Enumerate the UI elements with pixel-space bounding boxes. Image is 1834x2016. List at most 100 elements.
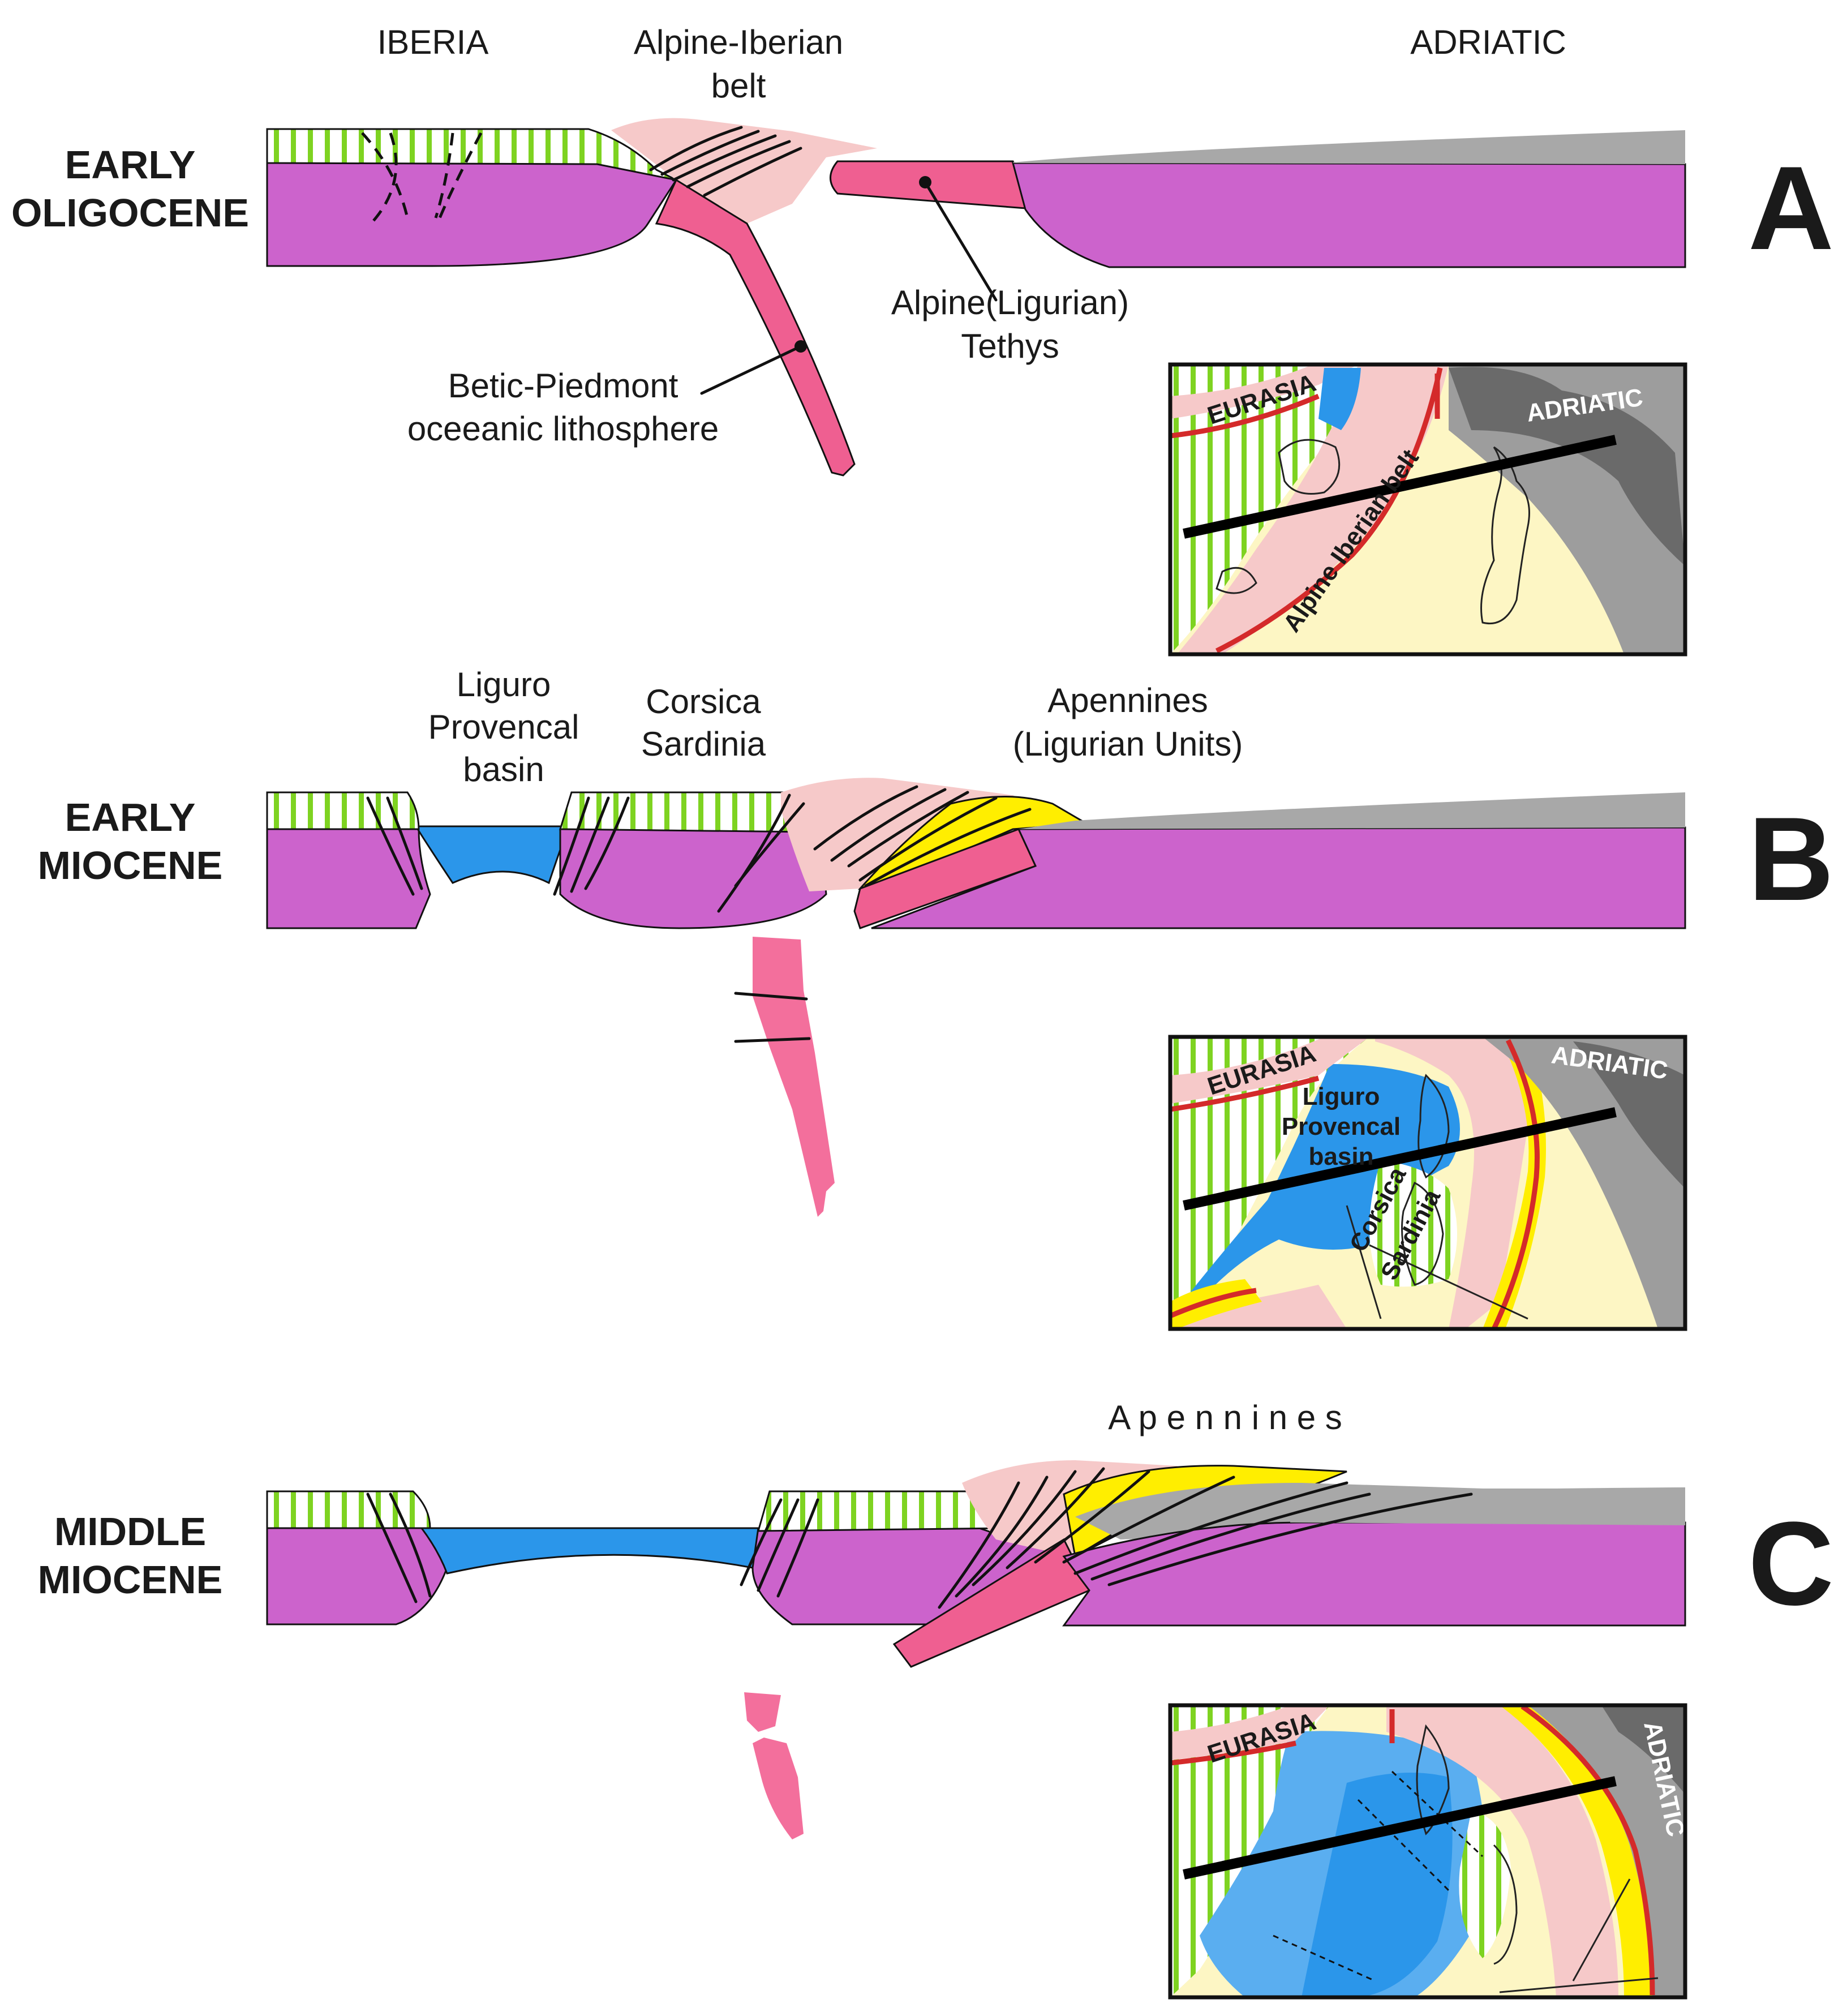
- panel-c-labels: A p e n n i n e s MIDDLE MIOCENE C: [38, 1399, 1834, 1630]
- label-apennines-b-1: Apennines: [1047, 681, 1208, 719]
- panel-b-labels: Liguro Provencal basin Corsica Sardinia …: [38, 666, 1834, 925]
- panel-letter-b: B: [1748, 792, 1834, 925]
- alpine-iberian-belt: [611, 118, 877, 224]
- map-b-coast-3: [1346, 1205, 1528, 1320]
- c-fault-4: [757, 1498, 800, 1592]
- label-liguro-2: Provencal: [428, 708, 579, 746]
- c-slab-fragment-1: [744, 1692, 781, 1732]
- c-slab-fragment-2: [753, 1738, 804, 1839]
- leader-tethys: [924, 181, 998, 302]
- label-tethys-1: Alpine(Ligurian): [891, 284, 1129, 321]
- map-b-basin-3: basin: [1309, 1143, 1374, 1170]
- era-c-1: MIDDLE: [54, 1509, 206, 1554]
- b-fault-3: [553, 796, 590, 896]
- c-basin: [420, 1527, 762, 1575]
- label-belt-2: belt: [711, 67, 766, 105]
- map-b-basin-2: Provencal: [1282, 1113, 1401, 1140]
- b-thrust-5: [847, 791, 969, 868]
- c-adriatic-cover: [1290, 1487, 1685, 1525]
- label-sardinia: Sardinia: [641, 725, 766, 763]
- c-fault-1: [366, 1492, 418, 1603]
- betic-piedmont-slab: [655, 178, 856, 477]
- panel-b-section: [266, 778, 1686, 1217]
- c-fault-2: [389, 1492, 432, 1598]
- iberia-mantle: [266, 162, 678, 267]
- map-a-belt-north: [1170, 364, 1358, 419]
- b-slab-fragment: [753, 937, 835, 1217]
- leader-dot-betic: [794, 340, 807, 353]
- panel-letter-a: A: [1748, 141, 1834, 274]
- b-thrust-4: [830, 788, 947, 862]
- leader-dot-tethys: [919, 176, 931, 188]
- map-c-dashed-1: [1357, 1799, 1450, 1891]
- map-c-yellow: [1500, 1705, 1652, 1997]
- map-c-dashed-2: [1391, 1770, 1484, 1858]
- map-b-belt-north: [1170, 1037, 1369, 1104]
- b-fragment-break-1: [734, 992, 808, 1001]
- map-a-sardinia: [1480, 446, 1530, 625]
- belt-thrust-1: [649, 126, 743, 171]
- era-b-2: MIOCENE: [38, 843, 223, 887]
- map-c-coast-3: [1499, 1878, 1659, 1993]
- b-thrust-1: [717, 793, 791, 913]
- map-c-grey: [1528, 1705, 1685, 1997]
- map-b-blue: [1183, 1064, 1460, 1302]
- map-b-basin-1: Liguro: [1303, 1083, 1380, 1110]
- b-thrust-7: [864, 808, 1032, 887]
- b-cs-mantle: [559, 828, 827, 929]
- map-b: EURASIA ADRIATIC Liguro Provencal basin …: [1168, 1035, 1687, 1331]
- c-cs-mantle: [751, 1527, 1066, 1625]
- label-liguro-1: Liguro: [457, 666, 551, 704]
- belt-thrust-4: [686, 140, 791, 188]
- b-iberia-mantle: [266, 828, 431, 929]
- era-c-2: MIOCENE: [38, 1558, 223, 1602]
- b-fault-5: [584, 796, 630, 890]
- b-fragment-break-2: [734, 1037, 811, 1043]
- adriatic-cover: [1013, 130, 1685, 164]
- belt-thrust-2: [660, 130, 760, 176]
- map-b-thrust-3: [1170, 1288, 1257, 1319]
- c-thrust-5: [1034, 1470, 1150, 1564]
- b-iberia-hatch: [266, 791, 420, 830]
- map-a-thrust-1: [1170, 393, 1320, 439]
- c-adriatic-mantle: [1062, 1521, 1686, 1627]
- map-b-thrust-2: [1491, 1039, 1540, 1329]
- b-thrust-6: [858, 796, 998, 882]
- map-c-belt: [1386, 1705, 1618, 1997]
- map-a-coast: [1215, 439, 1341, 594]
- label-betic-1: Betic-Piedmont: [448, 367, 678, 405]
- map-a: EURASIA ADRIATIC Alpine Iberian belt: [1168, 362, 1687, 657]
- map-c-section-line: [1183, 1776, 1617, 1880]
- map-b-thrust-1: [1170, 1075, 1320, 1112]
- map-c-belt-north: [1170, 1705, 1330, 1760]
- c-thrust-8: [1090, 1492, 1371, 1581]
- c-thrust-9: [1107, 1492, 1473, 1586]
- c-thrust-1: [938, 1481, 1020, 1609]
- map-c-thrust-2: [1521, 1705, 1655, 1996]
- c-thrust-7: [1073, 1481, 1348, 1575]
- map-c-cs-hatch: [1459, 1811, 1511, 1958]
- map-c-dashed-3: [1273, 1934, 1376, 1982]
- map-c-dark: [1601, 1705, 1685, 1794]
- c-fault-3: [740, 1498, 783, 1586]
- panel-a-section: [266, 118, 1686, 477]
- adriatic-mantle: [1012, 162, 1686, 268]
- label-liguro-3: basin: [463, 750, 544, 788]
- label-belt-1: Alpine-Iberian: [634, 23, 843, 61]
- c-iberia-hatch: [266, 1490, 431, 1529]
- map-b-dark: [1573, 1041, 1685, 1189]
- c-thrust-3: [972, 1470, 1077, 1586]
- c-thrust-2: [955, 1475, 1049, 1598]
- map-a-eurasia-hatch: [1170, 364, 1358, 654]
- era-a-2: OLIGOCENE: [11, 191, 249, 235]
- label-iberia: IBERIA: [377, 23, 489, 61]
- map-b-belt: [1375, 1037, 1528, 1329]
- c-thrust-6: [1062, 1475, 1235, 1564]
- map-a-thrust-2: [1215, 367, 1443, 654]
- label-apennines-b-2: (Ligurian Units): [1013, 725, 1243, 763]
- map-c-coast-2: [1493, 1844, 1518, 1965]
- b-slab: [853, 828, 1037, 929]
- b-thrust-2: [734, 802, 805, 887]
- era-b-1: EARLY: [65, 795, 196, 839]
